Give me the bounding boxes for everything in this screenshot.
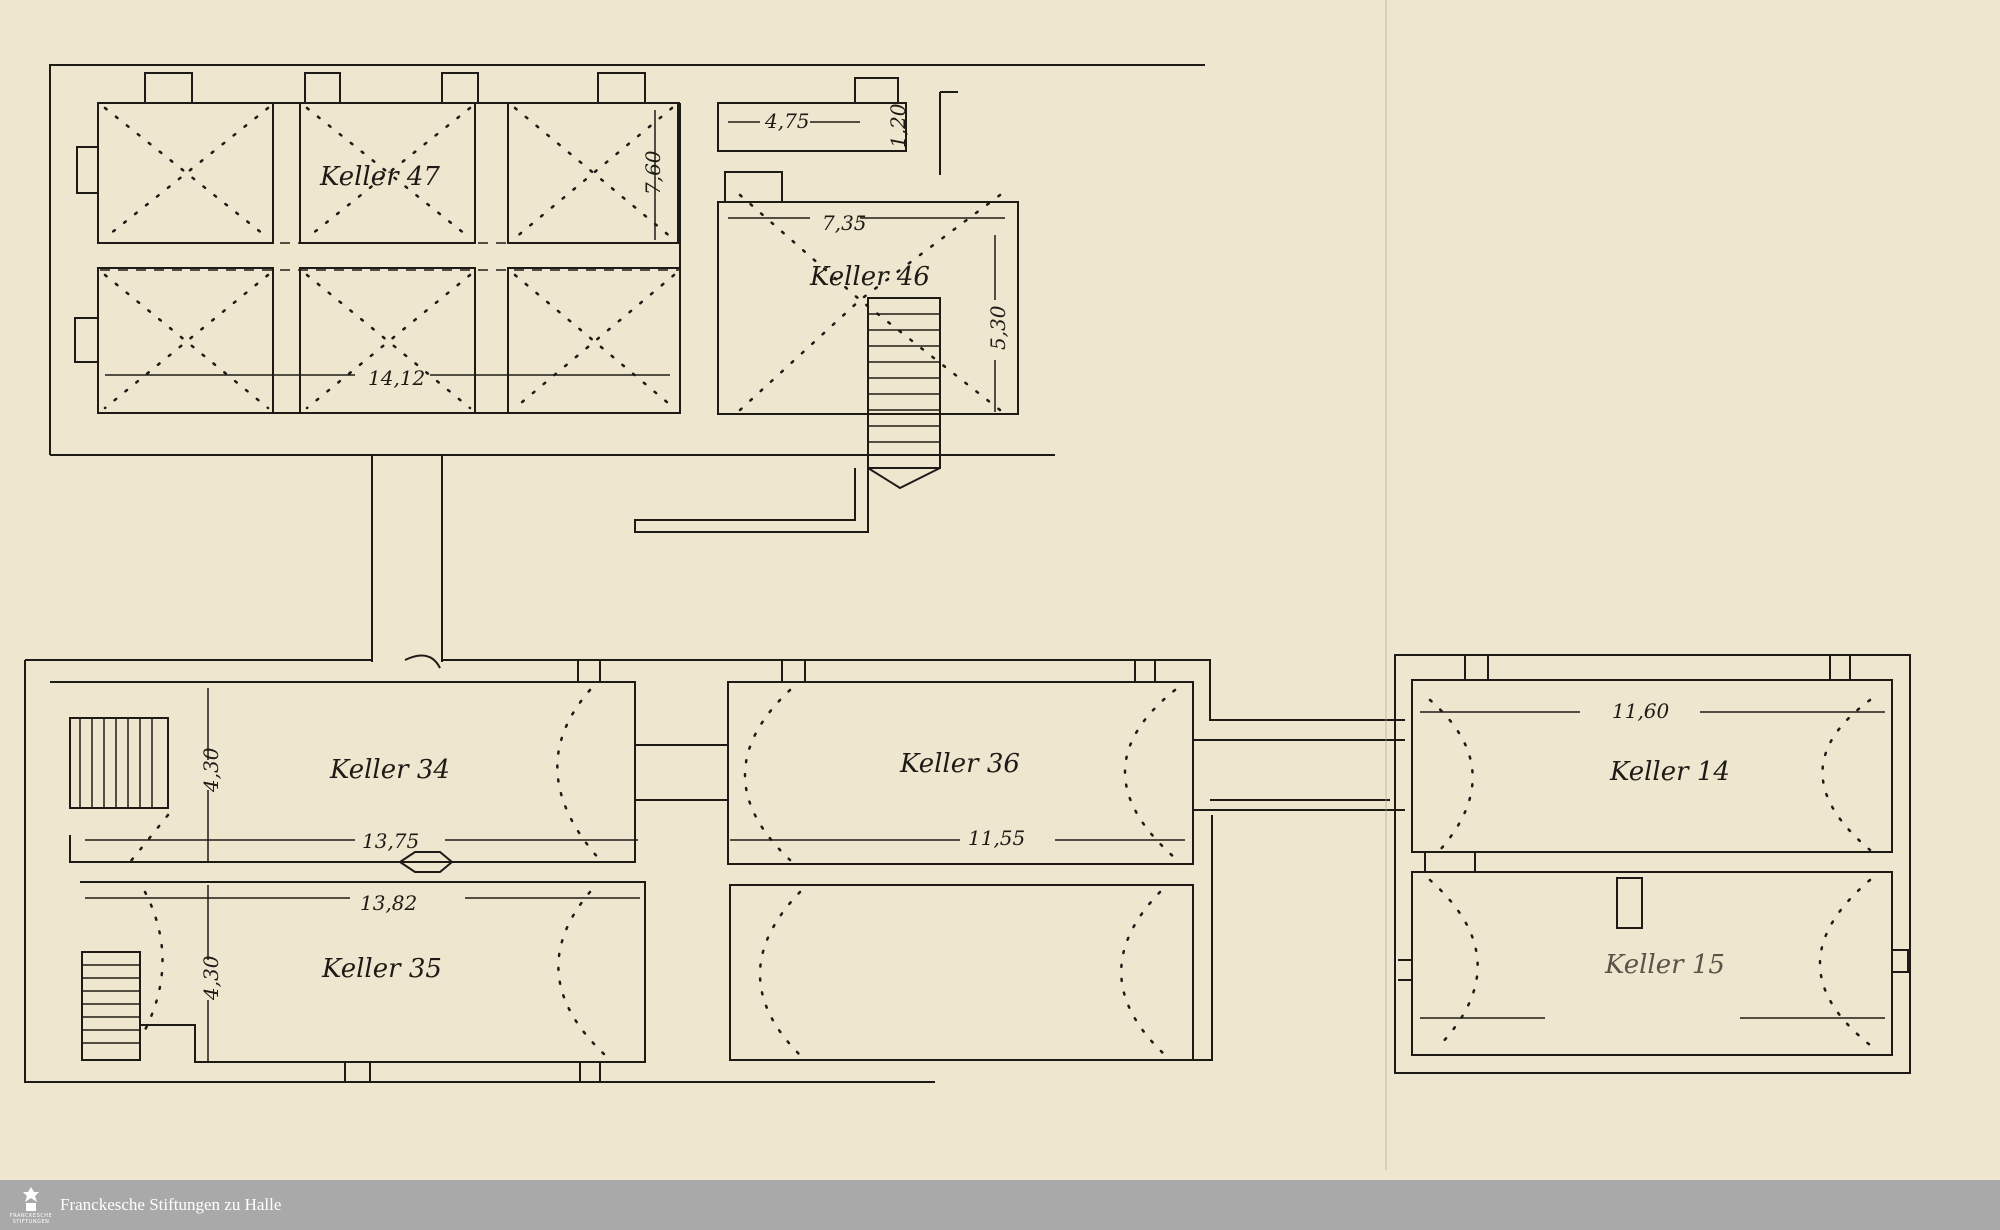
keller34-label: Keller 34 xyxy=(329,755,450,785)
right-building-outline xyxy=(1394,654,1911,1074)
keller47-label: Keller 47 xyxy=(319,162,440,192)
keller14-room xyxy=(1411,679,1893,853)
chimney-mark xyxy=(1616,877,1643,929)
keller35-walls xyxy=(80,881,646,1063)
dim-k36-length: 11,55 xyxy=(968,826,1025,850)
keller46-stairs xyxy=(867,297,941,469)
keller35-stairs xyxy=(81,951,141,1061)
keller36-room xyxy=(727,681,1194,865)
vault-curves-lower xyxy=(128,688,1872,1057)
upper-building-outline xyxy=(49,64,1205,455)
foundation-crest-icon xyxy=(23,1186,39,1211)
lower-building-outline xyxy=(25,659,1405,1061)
foundation-logo: FRANCKESCHE STIFTUNGEN xyxy=(8,1182,54,1228)
dim-k35-length: 13,82 xyxy=(360,891,417,915)
room-below-keller36 xyxy=(729,884,1194,1061)
keller34-walls xyxy=(50,681,636,863)
keller34-stairs xyxy=(69,717,169,809)
dim-k34-height: 4,30 xyxy=(199,747,223,793)
floor-plan-drawing: Keller 47 Keller 46 Keller 34 Keller 35 … xyxy=(24,64,1911,1083)
dim-annex-length: 4,75 xyxy=(764,109,810,133)
dim-k47-height: 7,60 xyxy=(641,150,665,195)
logo-caption: FRANCKESCHE STIFTUNGEN xyxy=(9,1212,53,1225)
keller35-label: Keller 35 xyxy=(321,954,442,984)
dim-k34-length: 13,75 xyxy=(362,829,419,853)
keller15-label: Keller 15 xyxy=(1604,950,1725,980)
dim-k35-height: 4,30 xyxy=(199,955,223,1001)
keller46-label: Keller 46 xyxy=(809,262,930,292)
keller36-label: Keller 36 xyxy=(899,749,1020,779)
dim-k47-length: 14,12 xyxy=(368,366,425,390)
dim-k46-height: 5,30 xyxy=(986,305,1010,350)
dim-k14-length: 11,60 xyxy=(1612,699,1670,723)
connecting-corridor xyxy=(371,455,443,662)
keller14-label: Keller 14 xyxy=(1609,757,1730,787)
annex-room xyxy=(717,102,907,152)
institution-name: Franckesche Stiftungen zu Halle xyxy=(60,1195,282,1214)
plan-scan: Keller 47 Keller 46 Keller 34 Keller 35 … xyxy=(0,0,2000,1180)
dim-k46-length: 7,35 xyxy=(822,211,867,235)
vault-diagonals-k47 xyxy=(103,106,676,410)
dim-annex-width: 1,20 xyxy=(886,103,910,148)
archive-footer: FRANCKESCHE STIFTUNGEN Franckesche Stift… xyxy=(0,1180,2000,1230)
